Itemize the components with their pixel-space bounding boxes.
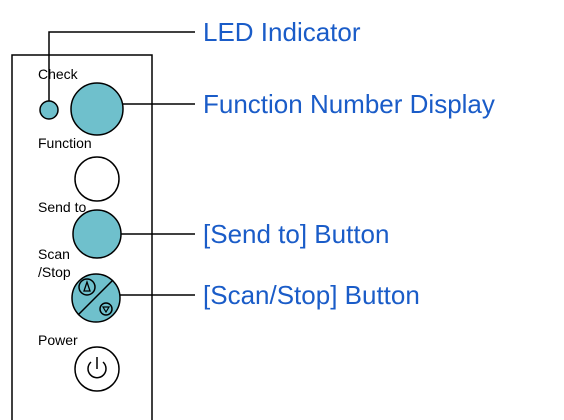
led-indicator-leader [48, 31, 195, 101]
scan-label: Scan [38, 246, 70, 262]
scan-stop-icon [77, 278, 114, 316]
power-button[interactable] [74, 346, 120, 392]
send-to-button-callout: [Send to] Button [203, 219, 389, 249]
function-number-display [70, 82, 124, 136]
panel-outline [11, 54, 153, 420]
send-to-button[interactable] [72, 209, 122, 259]
send-to-label: Send to [38, 199, 86, 215]
function-label: Function [38, 135, 92, 151]
check-label: Check [38, 66, 79, 82]
led-indicator [39, 100, 59, 120]
power-icon [87, 357, 107, 379]
led-indicator-callout: LED Indicator [203, 17, 361, 47]
scan-stop-button[interactable] [71, 273, 121, 323]
function-button[interactable] [74, 156, 120, 202]
function-number-display-callout: Function Number Display [203, 89, 495, 119]
stop-label: /Stop [38, 264, 71, 280]
scan-stop-button-callout: [Scan/Stop] Button [203, 280, 420, 310]
power-label: Power [38, 332, 78, 348]
